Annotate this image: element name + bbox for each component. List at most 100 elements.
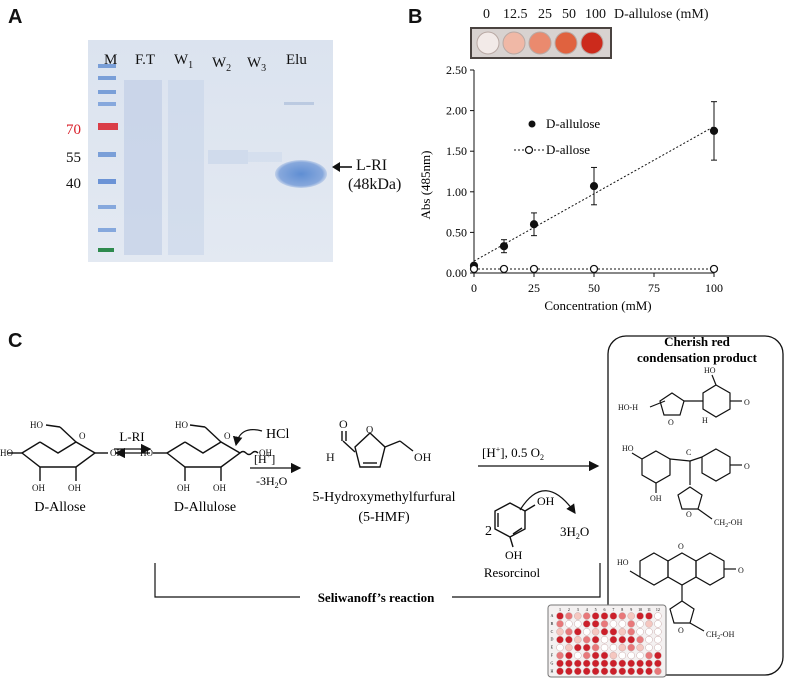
plate-well xyxy=(556,635,564,644)
plate-well xyxy=(565,628,573,636)
plate-well xyxy=(582,659,591,668)
resorcinol-structure xyxy=(494,502,536,548)
plate-well xyxy=(574,612,582,620)
dehydration-label: -3H2O xyxy=(256,474,288,490)
resorcinol-oh2-label: OH xyxy=(505,548,523,562)
data-point-D-allose xyxy=(589,264,599,274)
plate-well xyxy=(591,620,600,628)
allose-ho-label: HO xyxy=(30,420,43,430)
x-tick-label: 75 xyxy=(648,281,660,295)
plate-well xyxy=(565,620,573,628)
well-2 xyxy=(528,31,552,55)
well-4 xyxy=(580,31,604,55)
plate-col-label: 5 xyxy=(595,607,597,612)
p3-ho-label: HO xyxy=(617,558,629,567)
plate-well xyxy=(574,628,582,636)
p1-ho-label: HO xyxy=(704,366,716,375)
plate-well xyxy=(556,659,564,668)
allulose-ho-label: HO xyxy=(175,420,188,430)
product-box xyxy=(607,335,784,676)
plate-well xyxy=(654,620,662,628)
plate-well xyxy=(556,628,564,636)
plate-well xyxy=(645,659,653,668)
p3-ring-o-label: O xyxy=(678,626,684,635)
enzyme-label: L-RI xyxy=(119,429,144,444)
plate-well xyxy=(582,612,591,620)
data-point-D-allulose xyxy=(709,126,719,136)
plate-well xyxy=(618,620,627,628)
plate-well xyxy=(556,667,564,676)
plate-col-label: 10 xyxy=(638,607,642,612)
marker-ladder xyxy=(98,64,118,252)
data-point-D-allose xyxy=(469,264,479,274)
panel-c-letter: C xyxy=(8,330,23,352)
p1-hoh2c-label: HO-H xyxy=(618,403,638,412)
well-label-50: 50 xyxy=(562,7,576,22)
p2-ho-label: HO xyxy=(622,444,634,453)
plate-col-label: 9 xyxy=(630,607,632,612)
plate-well xyxy=(582,620,591,628)
marker-70: 70 xyxy=(66,122,81,138)
hmf-oh-label: OH xyxy=(414,450,432,464)
data-point-D-allose xyxy=(709,264,719,274)
p3-o2-label: O xyxy=(738,566,744,575)
plate-well xyxy=(600,667,609,676)
hmf-structure xyxy=(341,431,414,468)
plate-row-label: G xyxy=(551,660,554,665)
y-tick-label: 0.00 xyxy=(446,266,467,280)
p3-ch2oh-label: CH2-OH xyxy=(706,630,735,641)
plate-well xyxy=(574,643,582,652)
allose-oh3-label: OH xyxy=(68,483,81,493)
plate-col-label: 6 xyxy=(604,607,606,612)
plate-well xyxy=(600,635,609,644)
plate-well xyxy=(565,635,573,644)
p2-ch2oh-label: CH2-OH xyxy=(714,518,743,529)
allulose-ho2-label: HO xyxy=(140,448,153,458)
lane-label-ft: F.T xyxy=(135,52,156,68)
hmf-h-label: H xyxy=(326,450,335,464)
lane-label-elu: Elu xyxy=(286,52,307,68)
plate-well xyxy=(556,612,564,620)
plate-well xyxy=(654,651,662,660)
plate-well xyxy=(627,643,635,652)
legend-marker xyxy=(524,145,534,155)
hmf-name-label: 5-Hydroxymethylfurfural xyxy=(312,490,455,505)
plate-well xyxy=(654,612,662,620)
plate-well xyxy=(591,612,600,620)
well-1 xyxy=(502,31,526,55)
allulose-oh2-label: OH xyxy=(177,483,190,493)
panel-b-letter: B xyxy=(408,6,423,28)
plate-well xyxy=(609,659,618,668)
data-point-D-allulose xyxy=(529,220,539,229)
plate-well xyxy=(627,635,635,644)
hmf-ring-o-label: O xyxy=(366,425,373,436)
y-axis-label: Abs (485nm) xyxy=(418,151,433,220)
plate-well xyxy=(556,643,564,652)
y-tick-label: 1.00 xyxy=(446,185,467,199)
p1-h-label: H xyxy=(702,416,708,425)
band-label: L-RI xyxy=(356,157,388,174)
lane-label-w2: W2 xyxy=(212,55,232,74)
plate-well xyxy=(574,620,582,628)
lane-w3 xyxy=(248,152,282,162)
plate-well xyxy=(574,667,582,676)
coefficient-label: 2 xyxy=(485,524,492,539)
y-tick-label: 0.50 xyxy=(446,225,467,239)
plate-well xyxy=(565,667,573,676)
plate-well xyxy=(645,620,653,628)
plate-col-label: 8 xyxy=(621,607,623,612)
product-title-line2: condensation product xyxy=(637,350,758,365)
p2-c-label: C xyxy=(686,448,691,457)
plate-well xyxy=(627,659,635,668)
d-allose-label: D-Allose xyxy=(34,500,85,515)
plate-row-label: B xyxy=(551,621,554,626)
seliwanoff-bracket xyxy=(154,563,601,598)
hcl-attack-arrow-icon xyxy=(232,429,263,447)
well-unit-label: D-allulose (mM) xyxy=(614,7,709,22)
plate-row-label: A xyxy=(551,613,554,618)
allulose-oh3-label: OH xyxy=(213,483,226,493)
plate-well xyxy=(609,612,618,620)
plate-well xyxy=(609,635,618,644)
